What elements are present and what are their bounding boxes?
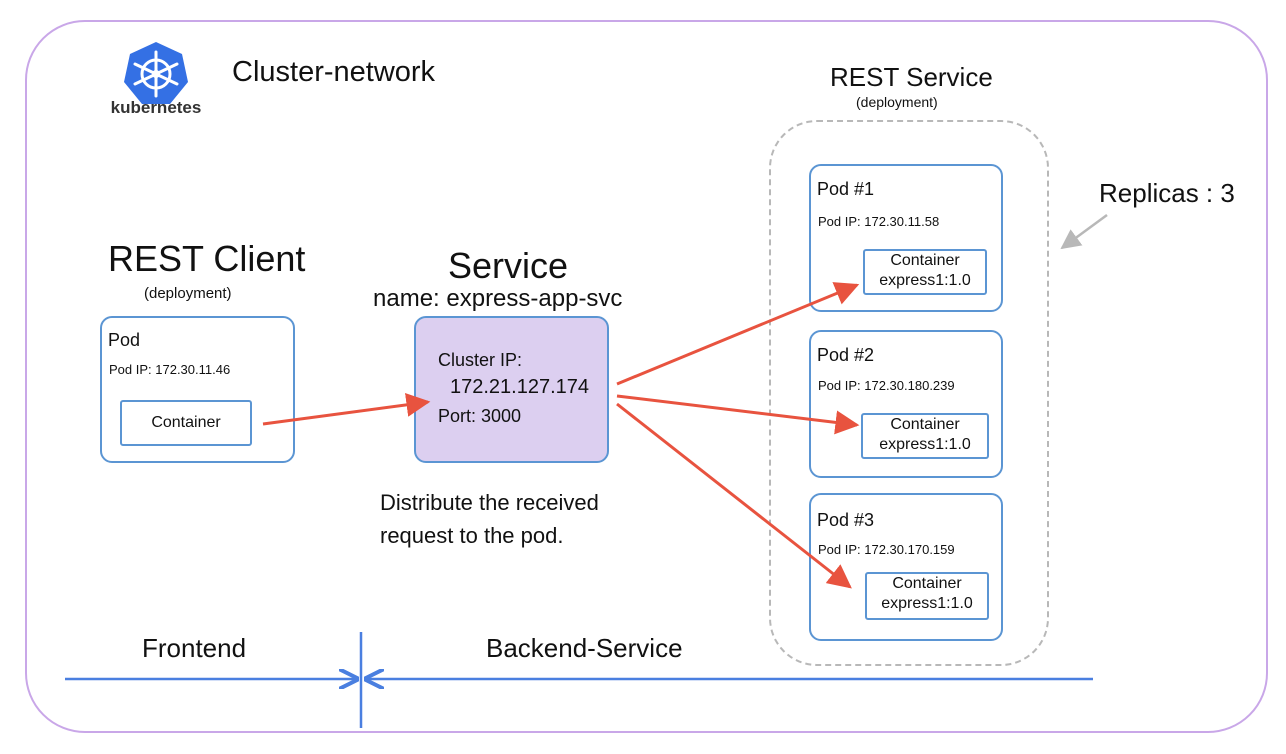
arrow-service-to-pod-1 xyxy=(616,282,860,386)
pod-3-label: Pod #3 xyxy=(817,510,875,530)
pod-3-container-line2: express1:1.0 xyxy=(881,595,973,612)
service-port: Port: 3000 xyxy=(438,406,522,426)
backend-service-label: Backend-Service xyxy=(486,633,683,663)
service-box: Cluster IP: 172.21.127.174 Port: 3000 xyxy=(414,316,609,463)
pod-2: Pod #2 Pod IP: 172.30.180.239 Container … xyxy=(809,330,1003,478)
service-cluster-ip-label: Cluster IP: xyxy=(438,350,523,370)
replicas-label: Replicas : 3 xyxy=(1099,178,1235,208)
pod-2-container-line1: Container xyxy=(890,416,960,433)
service-note-line2: request to the pod. xyxy=(380,523,564,548)
pod-3-container: Container express1:1.0 xyxy=(865,572,989,620)
rest-client-title: REST Client xyxy=(108,238,306,279)
arrow-service-to-pod-2 xyxy=(616,394,860,435)
pod-1-container: Container express1:1.0 xyxy=(863,249,987,295)
kubernetes-logo-text: kubernetes xyxy=(110,98,202,117)
pod-1-label: Pod #1 xyxy=(817,179,875,199)
pod-2-ip: Pod IP: 172.30.180.239 xyxy=(818,378,955,393)
rest-service-title: REST Service xyxy=(830,62,993,92)
pod-1-container-line1: Container xyxy=(890,252,960,269)
cluster-network-title: Cluster-network xyxy=(232,56,436,88)
client-container: Container xyxy=(120,400,252,446)
service-title: Service xyxy=(448,245,569,286)
service-name: name: express-app-svc xyxy=(373,285,623,312)
client-container-label: Container xyxy=(151,414,221,431)
pod-3-ip: Pod IP: 172.30.170.159 xyxy=(818,542,955,557)
cluster-network-boundary xyxy=(25,20,1268,733)
pod-1-ip: Pod IP: 172.30.11.58 xyxy=(818,214,940,229)
pod-3-container-line1: Container xyxy=(892,575,962,592)
rest-client-subtitle: (deployment) xyxy=(144,285,232,302)
client-pod-ip: Pod IP: 172.30.11.46 xyxy=(109,362,231,377)
pod-2-label: Pod #2 xyxy=(817,345,875,365)
client-pod-label: Pod xyxy=(108,330,141,350)
rest-service-deployment-boundary xyxy=(769,120,1049,666)
frontend-label: Frontend xyxy=(142,633,247,663)
pod-2-container-line2: express1:1.0 xyxy=(879,436,971,453)
pod-1-container-line2: express1:1.0 xyxy=(879,272,971,289)
arrow-service-to-pod-3 xyxy=(616,402,852,589)
arrow-client-to-service xyxy=(262,392,431,426)
kubernetes-logo: kubernetes xyxy=(100,38,212,122)
service-note-line1: Distribute the received xyxy=(380,490,599,515)
replicas-pointer-arrow xyxy=(1060,213,1108,250)
kubernetes-helm-icon xyxy=(124,42,188,104)
service-cluster-ip: 172.21.127.174 xyxy=(450,376,590,398)
client-pod: Pod Pod IP: 172.30.11.46 Container xyxy=(100,316,295,463)
pod-2-container: Container express1:1.0 xyxy=(861,413,989,459)
rest-service-subtitle: (deployment) xyxy=(856,94,938,110)
